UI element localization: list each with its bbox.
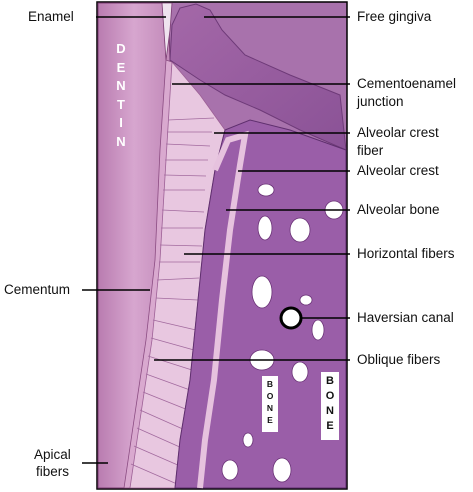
- label-free-gingiva: Free gingiva: [357, 9, 432, 24]
- label-cementum: Cementum: [4, 282, 71, 297]
- bone-word-large: B O N E: [321, 372, 339, 440]
- bone-small-letter-2: O: [266, 391, 274, 401]
- haversian-canal-mark: [279, 306, 303, 330]
- dentin-letter-5: I: [119, 115, 123, 130]
- label-oblique-fibers: Oblique fibers: [357, 352, 441, 367]
- label-cej-line1: Cementoenamel: [357, 76, 457, 91]
- dentin-letter-6: N: [116, 133, 126, 149]
- dentin-letter-4: T: [117, 96, 125, 112]
- label-alveolar-crest-fiber-line2: fiber: [357, 143, 384, 158]
- marrow-spaces: [221, 183, 344, 483]
- bone-large-letter-2: O: [325, 390, 335, 402]
- leader-lines: [82, 16, 350, 464]
- bone-small-letter-1: B: [266, 379, 274, 389]
- bone-small-letter-3: N: [266, 403, 274, 413]
- bone-word-small: B O N E: [262, 376, 278, 432]
- dentin-word: D E N T I N: [112, 40, 130, 152]
- ligament-fibers: [130, 117, 215, 485]
- bone-large-letter-1: B: [326, 375, 334, 387]
- label-alveolar-crest-fiber-line1: Alveolar crest: [357, 125, 439, 140]
- label-horizontal-fibers: Horizontal fibers: [357, 246, 455, 261]
- bone-large-letter-3: N: [326, 405, 334, 417]
- gingiva-tissue: [169, 3, 347, 151]
- bone-large-letter-4: E: [326, 420, 334, 432]
- dentin-letter-2: E: [116, 59, 126, 75]
- label-cej-line2: junction: [357, 94, 404, 109]
- label-alveolar-bone: Alveolar bone: [357, 202, 440, 217]
- bone-small-letter-4: E: [267, 415, 273, 425]
- label-apical-line1: Apical: [34, 447, 71, 462]
- label-enamel: Enamel: [28, 9, 74, 24]
- alveolar-crest-outline: [197, 130, 249, 489]
- label-apical-line2: fibers: [36, 464, 70, 479]
- label-haversian-canal: Haversian canal: [357, 310, 454, 325]
- label-alveolar-crest: Alveolar crest: [357, 163, 439, 178]
- dentin-letter-1: D: [116, 41, 126, 56]
- dentin-letter-3: N: [116, 78, 126, 93]
